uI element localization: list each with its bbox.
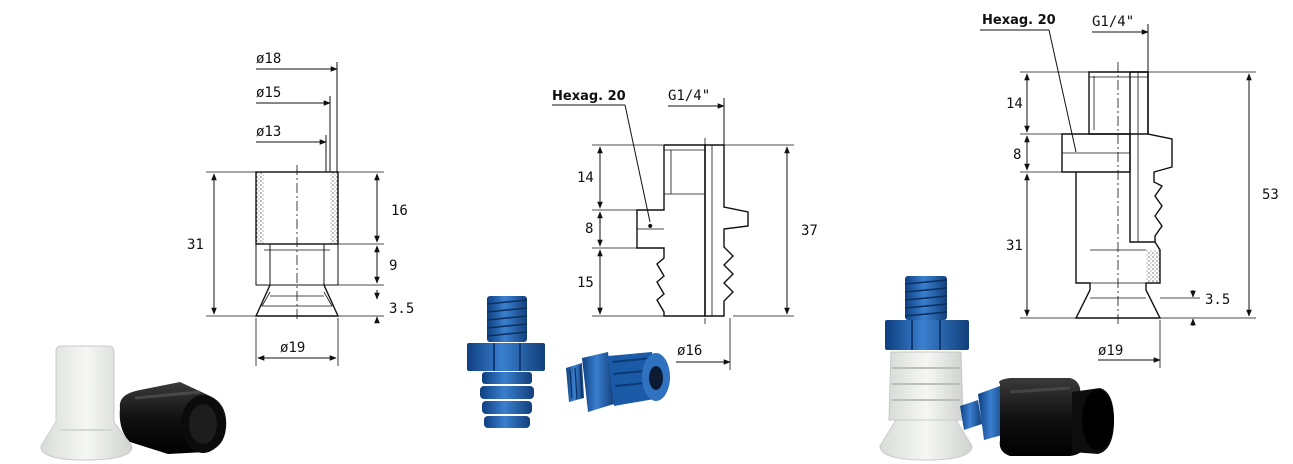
cups-photo (40, 345, 227, 461)
dim-d15: ø15 (256, 85, 281, 101)
blue-fitting-standing (467, 296, 545, 428)
fitting-thread-label: G1/4" (668, 88, 710, 104)
dim-d19: ø19 (280, 340, 305, 356)
assembly-section (1129, 71, 1173, 243)
fitting-hexagon-label: Hexag. 20 (552, 89, 626, 104)
dim-h9: 9 (389, 258, 397, 274)
fitting-section (704, 144, 749, 317)
dim-h16: 16 (391, 203, 408, 219)
dim-h35: 3.5 (389, 301, 414, 317)
dim-h8b: 8 (1013, 147, 1021, 163)
fittings-photo (467, 296, 670, 428)
assembly-thread-label: G1/4" (1092, 14, 1134, 30)
dim-h14: 14 (577, 170, 594, 186)
assembly-drawing: Hexag. 20 G1/4" 14 8 31 3.5 53 ø19 (980, 13, 1279, 368)
assembly-photo (879, 276, 1114, 461)
dim-h14b: 14 (1006, 96, 1023, 112)
dim-h35b: 3.5 (1205, 292, 1230, 308)
dim-h31: 31 (187, 237, 204, 253)
dim-h31b: 31 (1006, 238, 1023, 254)
dim-h15: 15 (577, 275, 594, 291)
assembled-cup-lying (960, 378, 1114, 456)
suction-cup-drawing: ø18 ø15 ø13 31 16 9 3.5 ø19 (187, 51, 414, 366)
cup-diameter-callouts: ø18 ø15 ø13 (256, 51, 338, 172)
black-rubber-cup (119, 382, 227, 454)
dim-d18: ø18 (256, 51, 281, 67)
blue-fitting-lying (566, 352, 670, 412)
dim-h53: 53 (1262, 187, 1279, 203)
dim-h8: 8 (585, 221, 593, 237)
assembly-hexagon-label: Hexag. 20 (982, 13, 1056, 28)
dim-d19b: ø19 (1098, 343, 1123, 359)
dim-d16: ø16 (677, 343, 702, 359)
dim-d13: ø13 (256, 124, 281, 140)
hose-fitting-drawing: • Hexag. 20 G1/4" 14 8 15 37 ø16 (552, 88, 818, 370)
svg-text:•: • (646, 219, 654, 235)
dim-h37: 37 (801, 223, 818, 239)
white-silicone-cup (40, 345, 133, 461)
assembled-cup-standing (879, 276, 973, 461)
